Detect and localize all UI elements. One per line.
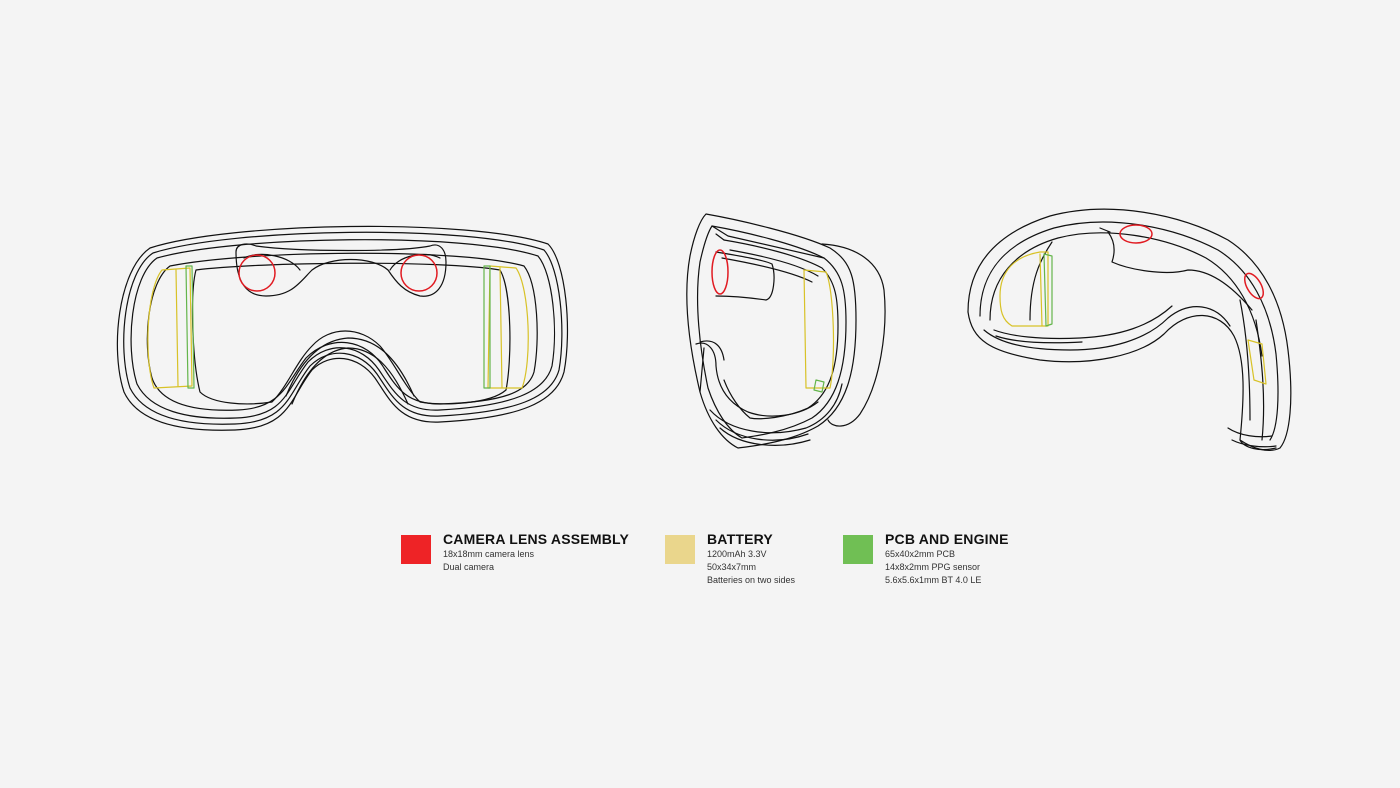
iso-camera-lens-side	[1243, 272, 1265, 300]
legend: CAMERA LENS ASSEMBLY 18x18mm camera lens…	[401, 530, 1041, 600]
iso-battery	[999, 251, 1267, 385]
side-inner-window	[723, 239, 839, 420]
iso-frame-rim-2	[979, 221, 1279, 441]
iso-camera-hump	[1107, 231, 1253, 311]
side-battery-pack	[803, 269, 835, 389]
front-cameras	[238, 254, 438, 292]
goggles-side-view	[686, 213, 886, 449]
front-camera-lens-right	[400, 254, 438, 292]
goggles-iso-view	[967, 208, 1292, 452]
front-nose-bridge	[285, 337, 415, 397]
iso-battery-pack	[999, 251, 1049, 327]
front-batteries	[147, 265, 529, 389]
front-battery-left	[147, 267, 193, 389]
side-pcb-board	[813, 379, 825, 393]
front-camera-housing	[235, 243, 447, 297]
battery-color-swatch	[665, 535, 695, 564]
front-camera-lens-left	[238, 254, 276, 292]
legend-line-pcb-3: 5.6x5.6x1mm BT 4.0 LE	[885, 575, 982, 585]
legend-line-battery-1: 1200mAh 3.3V	[707, 549, 767, 559]
iso-outer-frame	[967, 208, 1292, 452]
front-lens-opening	[146, 252, 538, 411]
legend-text-pcb: PCB AND ENGINE 65x40x2mm PCB 14x8x2mm PP…	[885, 530, 1085, 587]
iso-camera-lens-top	[1119, 224, 1153, 244]
iso-frame-rim-3	[989, 232, 1263, 357]
front-frame-rim-3	[130, 239, 556, 419]
side-camera-tube	[715, 251, 775, 301]
legend-line-camera-2: Dual camera	[443, 562, 495, 572]
front-pcb-right	[483, 265, 491, 389]
goggles-front-view	[116, 225, 569, 431]
side-camera	[711, 249, 729, 295]
side-outer-frame	[686, 213, 857, 449]
legend-text-camera: CAMERA LENS ASSEMBLY 18x18mm camera lens…	[443, 530, 643, 574]
iso-cameras	[1119, 224, 1265, 300]
legend-title-battery: BATTERY	[707, 531, 773, 547]
side-camera-lens	[711, 249, 729, 295]
iso-pcb	[1043, 253, 1053, 327]
iso-pcb-board	[1043, 253, 1053, 327]
legend-text-battery: BATTERY 1200mAh 3.3V 50x34x7mm Batteries…	[707, 530, 907, 587]
legend-line-battery-3: Batteries on two sides	[707, 575, 796, 585]
side-strap-cushion	[821, 243, 886, 427]
legend-title-pcb: PCB AND ENGINE	[885, 531, 1009, 547]
side-battery	[803, 269, 835, 389]
legend-title-camera: CAMERA LENS ASSEMBLY	[443, 531, 630, 547]
front-outer-frame	[116, 225, 569, 431]
iso-lens-bottom	[967, 311, 1277, 451]
front-frame-rim-2	[123, 231, 563, 425]
side-pcb	[813, 379, 825, 393]
front-pcb	[185, 265, 491, 389]
legend-line-pcb-1: 65x40x2mm PCB	[885, 549, 956, 559]
front-pcb-left	[185, 265, 195, 389]
pcb-color-swatch	[843, 535, 873, 564]
legend-line-camera-1: 18x18mm camera lens	[443, 549, 535, 559]
camera-color-swatch	[401, 535, 431, 564]
front-battery-right	[487, 265, 529, 389]
legend-line-pcb-2: 14x8x2mm PPG sensor	[885, 562, 981, 572]
legend-line-battery-2: 50x34x7mm	[707, 562, 757, 572]
front-lens-inner	[191, 262, 511, 405]
iso-battery-right	[1247, 339, 1267, 385]
